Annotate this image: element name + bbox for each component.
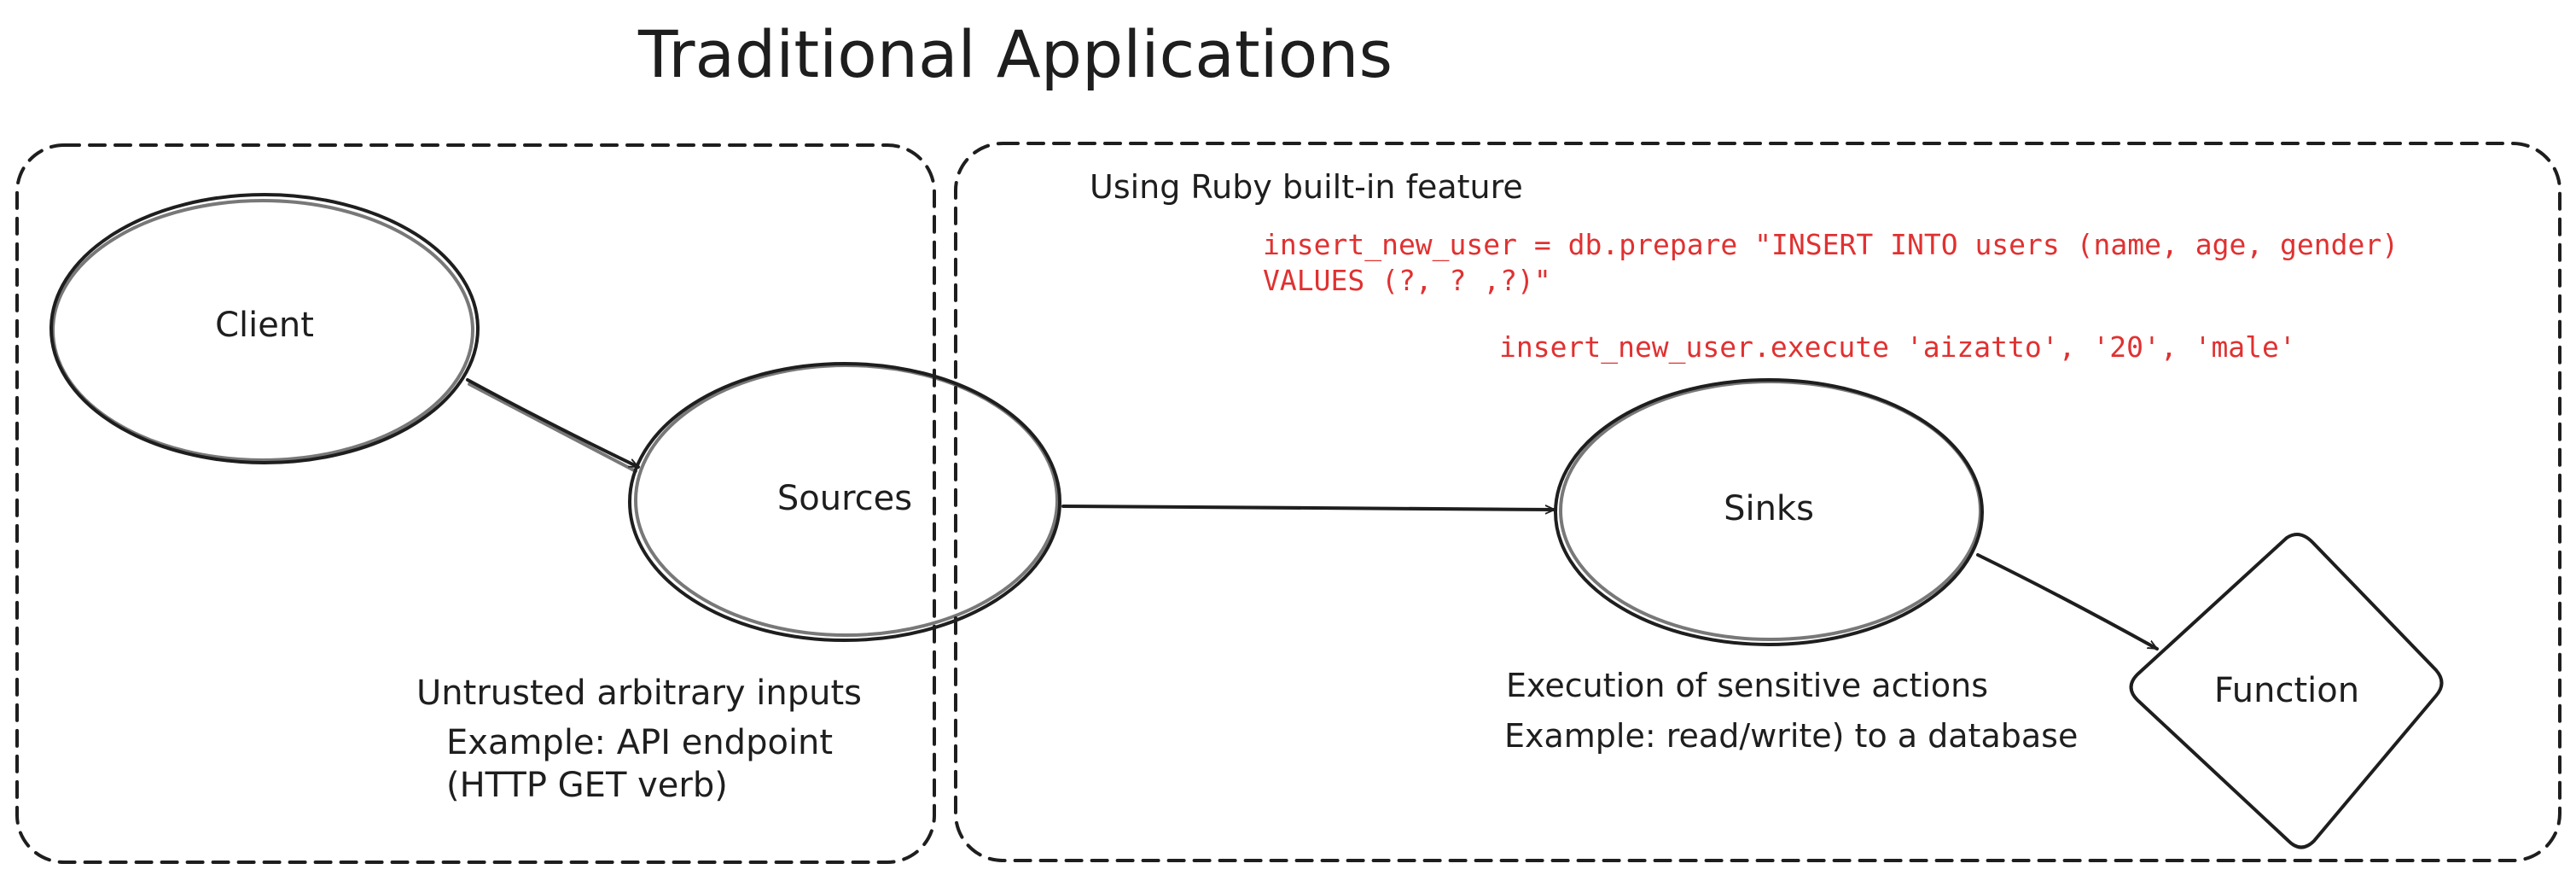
ruby-heading: Using Ruby built-in feature xyxy=(1090,168,1523,206)
arrow-sources-to-sinks xyxy=(1061,505,1556,510)
client-node-label: Client xyxy=(215,306,314,345)
sinks-node-label: Sinks xyxy=(1724,489,1814,528)
execution-note-line-1: Execution of sensitive actions xyxy=(1506,667,1988,704)
client-node-shape xyxy=(49,193,480,464)
arrow-client-to-sources-sketch xyxy=(468,382,637,473)
server-zone-boundary xyxy=(954,142,2561,862)
sinks-node-shape xyxy=(1554,378,1984,646)
untrusted-note-line-1: Untrusted arbitrary inputs xyxy=(416,674,862,713)
code-line-3: insert_new_user.execute 'aizatto', '20',… xyxy=(1499,330,2296,365)
arrow-sinks-to-function xyxy=(1976,553,2159,651)
sinks-node-outline-sketch xyxy=(1559,380,1982,641)
client-node-outline-sketch xyxy=(51,199,474,462)
sources-node-shape xyxy=(628,362,1061,642)
sources-node-label: Sources xyxy=(777,479,912,518)
code-line-2: VALUES (?, ? ,?)" xyxy=(1263,264,1551,297)
untrusted-note-line-3: (HTTP GET verb) xyxy=(446,766,728,805)
sources-node-outline-sketch xyxy=(634,364,1059,637)
execution-note-line-2: Example: read/write) to a database xyxy=(1504,717,2078,755)
client-zone-boundary xyxy=(15,143,936,864)
untrusted-note-line-2: Example: API endpoint xyxy=(446,723,833,762)
arrow-client-to-sources xyxy=(466,378,640,469)
function-node-label: Function xyxy=(2214,671,2359,710)
code-line-1: insert_new_user = db.prepare "INSERT INT… xyxy=(1263,228,2399,262)
function-node-shape xyxy=(2129,533,2444,849)
diagram-title: Traditional Applications xyxy=(637,16,1393,92)
